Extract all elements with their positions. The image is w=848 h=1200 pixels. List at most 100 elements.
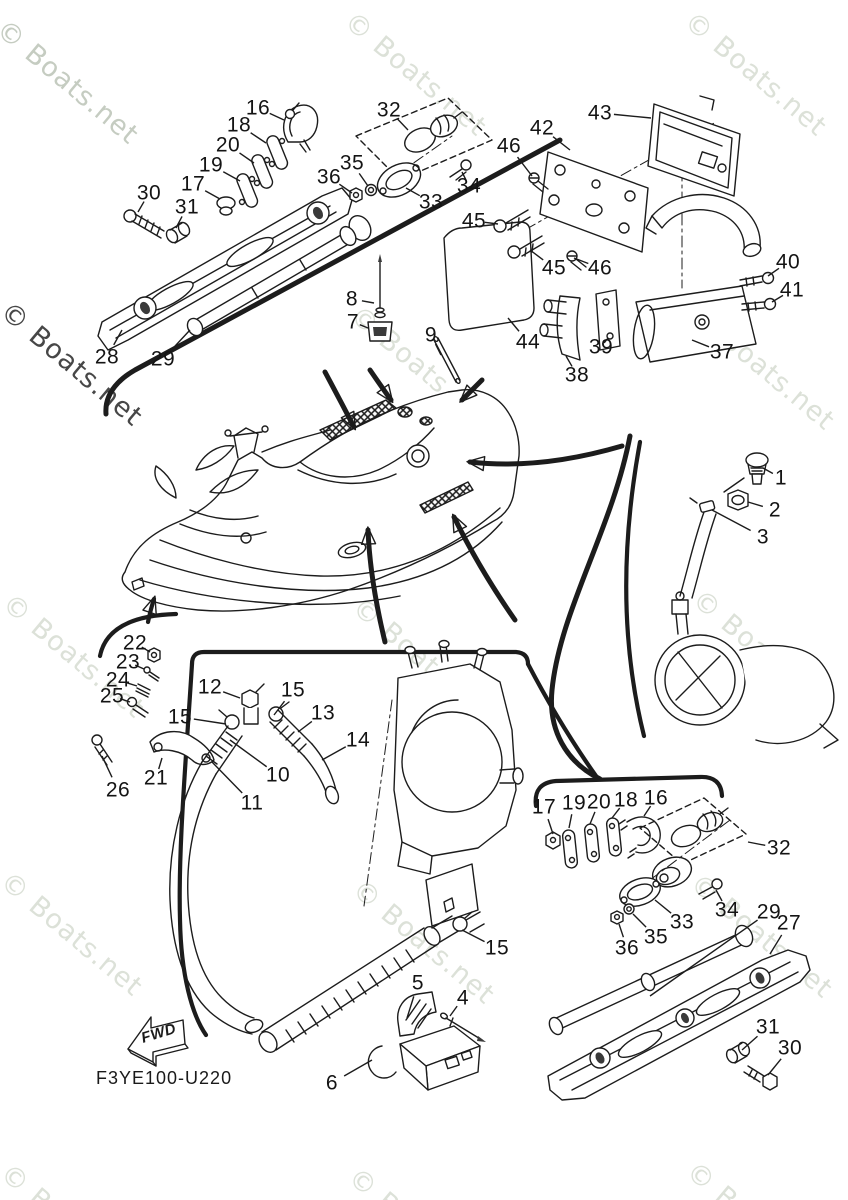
part-callout-44[interactable]: 44 [515, 330, 541, 354]
jetski-hull [121, 389, 520, 612]
leader-line-45 [529, 249, 544, 261]
bracket-fastener-group-left [91, 647, 215, 766]
part-callout-15[interactable]: 15 [280, 678, 306, 702]
part-callout-42[interactable]: 42 [529, 116, 555, 140]
leader-line-33 [654, 899, 672, 914]
leader-line-46 [573, 257, 589, 265]
assembly-arrows [142, 367, 625, 645]
part-callout-43[interactable]: 43 [587, 101, 613, 125]
part-callout-4[interactable]: 4 [456, 986, 470, 1010]
part-callout-28[interactable]: 28 [94, 345, 120, 369]
part-callout-38[interactable]: 38 [564, 363, 590, 387]
leader-line-30 [767, 1058, 782, 1076]
part-callout-35[interactable]: 35 [339, 151, 365, 175]
part-callout-30[interactable]: 30 [777, 1036, 803, 1060]
leader-line-31 [175, 216, 183, 229]
part-callout-2[interactable]: 2 [768, 498, 782, 522]
part-callout-34[interactable]: 34 [714, 898, 740, 922]
part-callout-32[interactable]: 32 [766, 836, 792, 860]
leader-line-35 [358, 172, 369, 187]
leader-line-35 [632, 913, 647, 928]
part-callout-45[interactable]: 45 [541, 256, 567, 280]
part-callout-10[interactable]: 10 [265, 763, 291, 787]
leader-line-31 [741, 1035, 758, 1051]
part-callout-34[interactable]: 34 [456, 174, 482, 198]
leader-line-9 [434, 343, 442, 356]
part-callout-29[interactable]: 29 [150, 347, 176, 371]
part-callout-20[interactable]: 20 [215, 133, 241, 157]
part-callout-36[interactable]: 36 [316, 165, 342, 189]
leader-line-24 [126, 682, 138, 687]
part-callout-8[interactable]: 8 [345, 287, 359, 311]
part-callout-31[interactable]: 31 [755, 1015, 781, 1039]
part-callout-15[interactable]: 15 [484, 936, 510, 960]
part-callout-12[interactable]: 12 [197, 675, 223, 699]
leader-line-4 [449, 1005, 458, 1017]
part-callout-15[interactable]: 15 [167, 705, 193, 729]
part-callout-46[interactable]: 46 [496, 134, 522, 158]
part-callout-22[interactable]: 22 [122, 631, 148, 655]
part-callout-16[interactable]: 16 [245, 96, 271, 120]
part-callout-17[interactable]: 17 [531, 795, 557, 819]
part-callout-45[interactable]: 45 [461, 209, 487, 233]
part-callout-19[interactable]: 19 [561, 791, 587, 815]
leader-line-25 [119, 698, 131, 703]
part-callout-3[interactable]: 3 [756, 525, 770, 549]
leader-line-41 [771, 294, 784, 303]
leader-line-18 [250, 132, 267, 144]
leader-line-26 [101, 755, 113, 778]
part-callout-27[interactable]: 27 [776, 911, 802, 935]
part-callout-16[interactable]: 16 [643, 786, 669, 810]
part-callout-18[interactable]: 18 [226, 113, 252, 137]
part-callout-1[interactable]: 1 [774, 466, 788, 490]
part-callout-13[interactable]: 13 [310, 701, 336, 725]
part-callout-41[interactable]: 41 [779, 278, 805, 302]
leader-line-39 [603, 337, 609, 344]
part-callout-35[interactable]: 35 [643, 925, 669, 949]
part-callout-11[interactable]: 11 [240, 791, 264, 815]
leader-line-5 [406, 996, 415, 1019]
breather-fitting-group [654, 452, 839, 749]
part-callout-20[interactable]: 20 [586, 790, 612, 814]
part-callout-46[interactable]: 46 [587, 256, 613, 280]
leader-line-15 [193, 718, 227, 725]
part-callout-5[interactable]: 5 [411, 971, 425, 995]
part-callout-39[interactable]: 39 [588, 335, 614, 359]
part-callout-18[interactable]: 18 [613, 788, 639, 812]
part-callout-26[interactable]: 26 [105, 778, 131, 802]
part-callout-31[interactable]: 31 [174, 195, 200, 219]
part-callout-36[interactable]: 36 [614, 936, 640, 960]
engine-mount-bulkhead [393, 639, 524, 927]
part-callout-7[interactable]: 7 [346, 310, 360, 334]
part-callout-30[interactable]: 30 [136, 181, 162, 205]
part-callout-25[interactable]: 25 [99, 684, 125, 708]
part-callout-32[interactable]: 32 [376, 98, 402, 122]
part-callout-17[interactable]: 17 [180, 172, 206, 196]
water-pipe-ecu-group [258, 911, 486, 1091]
part-callout-23[interactable]: 23 [115, 650, 141, 674]
leader-line-21 [158, 757, 163, 770]
leader-line-17 [547, 818, 554, 835]
part-callout-24[interactable]: 24 [105, 668, 131, 692]
diagram-code: F3YE100-U220 [96, 1068, 233, 1088]
part-callout-29[interactable]: 29 [756, 900, 782, 924]
part-callout-19[interactable]: 19 [198, 153, 224, 177]
part-callout-9[interactable]: 9 [424, 323, 438, 347]
leader-line-15 [273, 700, 286, 716]
leader-line-32 [397, 118, 409, 131]
part-callout-6[interactable]: 6 [325, 1071, 339, 1095]
part-callout-40[interactable]: 40 [775, 250, 801, 274]
leader-line-34 [461, 171, 467, 181]
exhaust-chamber-group [443, 95, 777, 363]
leader-line-10 [229, 739, 268, 768]
leader-line-28 [113, 329, 123, 346]
part-callout-33[interactable]: 33 [418, 190, 444, 214]
part-callout-14[interactable]: 14 [345, 728, 371, 752]
part-callout-33[interactable]: 33 [669, 910, 695, 934]
leader-line-37 [691, 339, 710, 348]
part-callout-37[interactable]: 37 [709, 340, 735, 364]
part-callout-21[interactable]: 21 [143, 766, 169, 790]
leader-line-3 [711, 509, 751, 532]
